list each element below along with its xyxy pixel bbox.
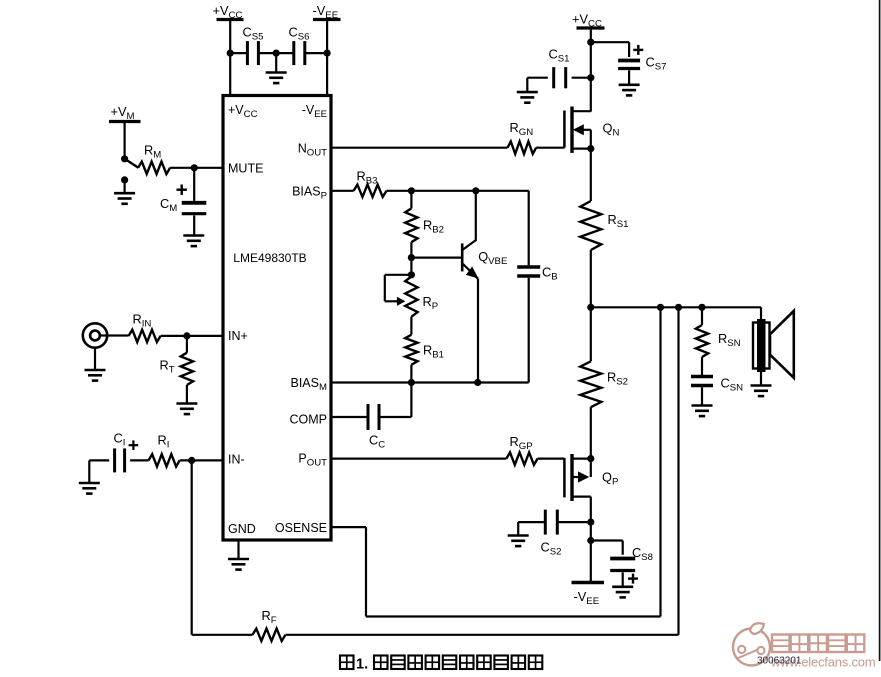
svg-text:RIN: RIN (133, 312, 152, 330)
svg-text:CB: CB (542, 265, 558, 283)
svg-text:RS1: RS1 (608, 212, 629, 230)
svg-text:RSN: RSN (718, 331, 741, 349)
svg-text:BIASP: BIASP (292, 185, 327, 202)
svg-text:CS7: CS7 (646, 55, 667, 73)
svg-text:CC: CC (369, 433, 385, 451)
svg-text:RB3: RB3 (357, 169, 378, 187)
svg-text:RB2: RB2 (423, 218, 444, 236)
svg-text:QP: QP (602, 470, 618, 488)
svg-text:1.: 1. (356, 657, 368, 673)
svg-text:30063201: 30063201 (757, 656, 802, 667)
svg-text:RP: RP (423, 294, 439, 312)
svg-text:RGN: RGN (510, 120, 534, 138)
svg-text:QN: QN (603, 121, 620, 139)
svg-text:CS1: CS1 (549, 47, 570, 65)
svg-text:CM: CM (160, 196, 177, 214)
svg-text:IN-: IN- (228, 453, 245, 467)
svg-text:MUTE: MUTE (228, 162, 263, 176)
svg-text:RS2: RS2 (607, 370, 628, 388)
svg-text:RT: RT (160, 358, 175, 376)
svg-text:CSN: CSN (721, 376, 744, 394)
svg-text:COMP: COMP (290, 413, 328, 427)
svg-text:-VEE: -VEE (574, 589, 600, 607)
svg-text:IN+: IN+ (228, 329, 248, 343)
svg-text:BIASM: BIASM (291, 376, 328, 393)
svg-text:CS5: CS5 (243, 25, 264, 43)
svg-text:www.elecfans.com: www.elecfans.com (770, 655, 875, 670)
svg-text:OSENSE: OSENSE (275, 521, 327, 535)
svg-text:RB1: RB1 (423, 343, 444, 361)
svg-text:+VM: +VM (111, 104, 135, 122)
svg-text:RI: RI (158, 433, 170, 451)
svg-text:CS6: CS6 (289, 25, 310, 43)
svg-text:CS2: CS2 (541, 540, 562, 558)
svg-text:RGP: RGP (510, 434, 533, 452)
svg-text:GND: GND (228, 522, 256, 536)
svg-text:CI: CI (114, 431, 126, 449)
svg-text:RF: RF (262, 608, 277, 626)
svg-text:CS8: CS8 (632, 545, 653, 563)
svg-text:QVBE: QVBE (478, 249, 507, 267)
svg-text:LME49830TB: LME49830TB (233, 251, 306, 265)
svg-text:RM: RM (144, 143, 161, 161)
